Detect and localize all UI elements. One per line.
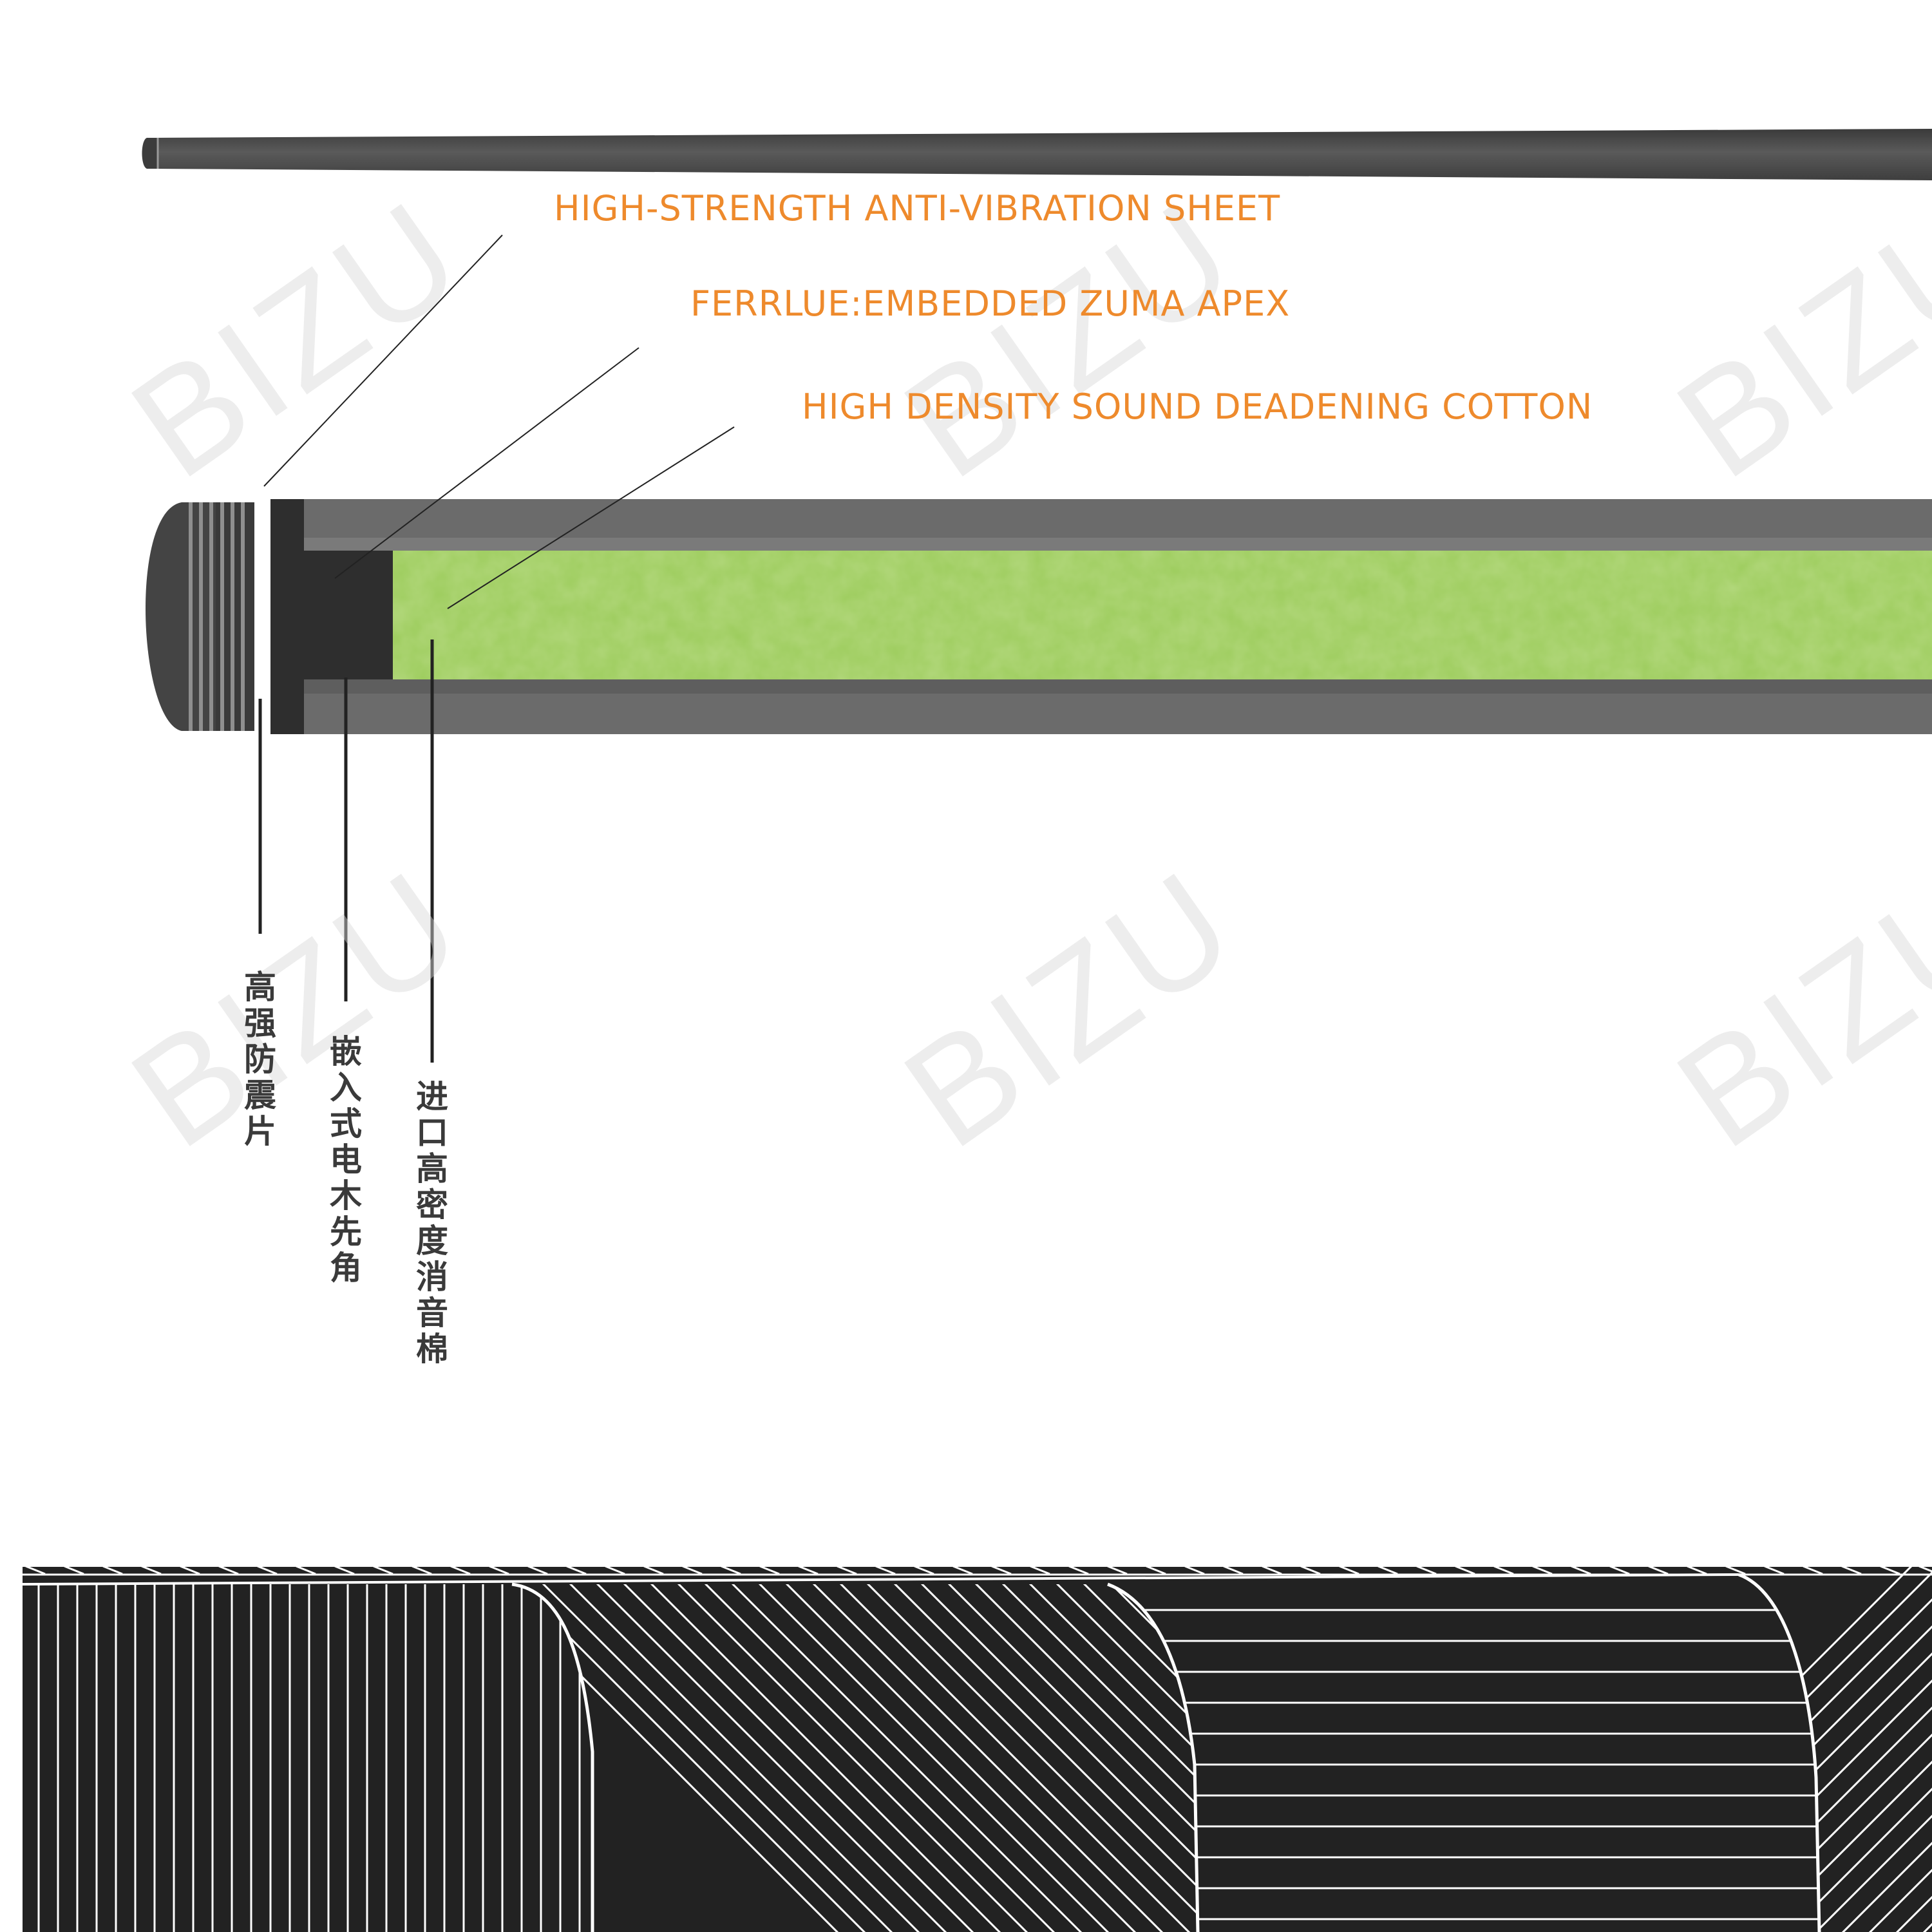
label-sound-cotton: HIGH DENSITY SOUND DEADENING COTTON — [802, 386, 1593, 427]
cue-tip — [145, 502, 216, 731]
label-ferrule: FERRLUE:EMBEDDED ZUMA APEX — [690, 283, 1291, 324]
label-cn-anti-vibration-sheet: 高强防震片 — [244, 969, 276, 1150]
ferrule — [303, 551, 393, 679]
butt-wrap — [23, 1565, 1932, 1932]
cue-overview — [142, 129, 1932, 180]
shaft-cross-section — [270, 499, 1932, 734]
leader-lines — [258, 234, 735, 1063]
label-cn-sound-cotton: 进口高密度消音棉 — [416, 1078, 448, 1368]
label-cn-ferrule: 嵌入式电木先角 — [330, 1033, 362, 1287]
sheet-ring — [270, 499, 304, 734]
label-anti-vibration-sheet: HIGH-STRENGTH ANTI-VIBRATION SHEET — [554, 188, 1281, 229]
